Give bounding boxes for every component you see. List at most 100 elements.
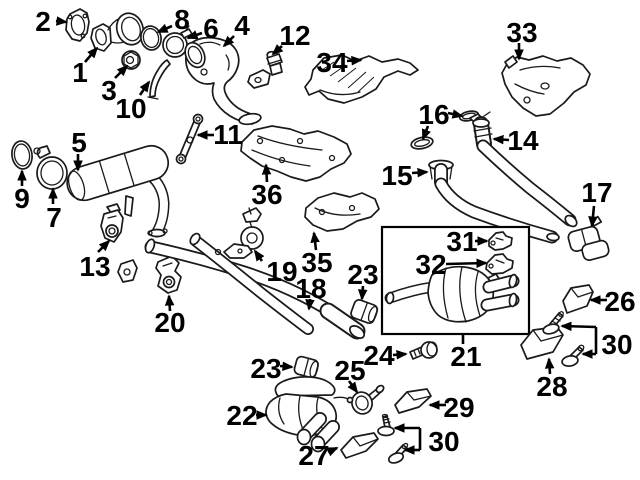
part-33-heat-shield-drawing: [501, 55, 591, 117]
callout-4-arrow-0: [222, 35, 235, 48]
callout-27-label: 27: [298, 440, 329, 471]
callout-1-label: 1: [72, 57, 88, 88]
callout-18-label: 18: [295, 273, 326, 304]
part-23-clamp-lower-drawing: [293, 355, 319, 385]
callout-30-arrow-0: [560, 321, 597, 332]
part-36-heat-shield-drawing: [240, 125, 352, 182]
callout-24-label: 24: [363, 340, 395, 371]
callout-14-label: 14: [507, 125, 539, 156]
part-18-crossover-pipe-drawing: [117, 232, 366, 340]
callout-31-label: 31: [446, 226, 477, 257]
callout-7-label: 7: [46, 202, 62, 233]
callout-16-arrow-1: [421, 125, 431, 141]
callout-2-arrow-0: [55, 16, 68, 26]
part-21-muffler-drawing: [384, 265, 520, 323]
callout-15-label: 15: [381, 160, 412, 191]
callout-6-label: 6: [203, 13, 219, 44]
part-30-screw-d-drawing: [561, 344, 585, 367]
part-21-muffler-box: [380, 225, 531, 336]
part-35-heat-shield-drawing: [304, 192, 380, 232]
callout-20-label: 20: [154, 307, 185, 338]
callout-35-label: 35: [301, 247, 332, 278]
part-12-hanger-drawing: [247, 50, 283, 89]
callout-28-label: 28: [536, 371, 567, 402]
callout-35-arrow-0: [310, 231, 320, 251]
part-30-screw-b-drawing: [387, 442, 409, 464]
callout-20-arrow-0: [164, 294, 175, 312]
part-5-catalytic-converter-drawing: [66, 144, 170, 238]
part-3-nut-drawing: [121, 50, 141, 70]
part-27-tailpipe-tip-drawing: [340, 432, 379, 459]
part-8-gasket-ring-drawing: [140, 25, 162, 51]
part-1-outlet-elbow-drawing: [90, 12, 145, 52]
callout-2-label: 2: [35, 6, 51, 37]
callout-14-arrow-0: [492, 134, 510, 145]
callout-10-label: 10: [115, 93, 146, 124]
callout-3-arrow-0: [114, 64, 129, 79]
part-10-bracket-drawing: [147, 59, 171, 100]
callout-10-arrow-0: [138, 80, 151, 96]
part-30-screw-c-drawing: [542, 311, 564, 335]
part-24-bolt-drawing: [409, 341, 438, 360]
callout-15-arrow-0: [411, 167, 429, 178]
callout-22-label: 22: [226, 400, 257, 431]
callout-18-arrow-0: [305, 298, 315, 311]
part-28-tailpipe-tip-drawing: [520, 326, 564, 360]
callout-26-label: 26: [604, 286, 635, 317]
callout-3-label: 3: [101, 75, 117, 106]
callout-23-label: 23: [347, 259, 378, 290]
callout-23-arrow-0: [357, 285, 368, 301]
callout-32-label: 32: [415, 249, 446, 280]
part-31-bracket-drawing: [488, 231, 513, 251]
callout-9-label: 9: [14, 183, 30, 214]
part-14-front-pipe-drawing: [469, 111, 578, 228]
callout-4-label: 4: [234, 10, 250, 41]
part-9-gasket-ring-drawing: [11, 140, 33, 170]
callout-13-label: 13: [79, 251, 110, 282]
part-17-clamp-drawing: [567, 215, 610, 261]
part-11-stay-bracket-drawing: [175, 113, 204, 165]
part-19-rubber-mount-drawing: [240, 207, 264, 250]
callout-16-label: 16: [418, 99, 449, 130]
part-32-bracket-drawing: [485, 253, 514, 275]
callout-19-label: 19: [266, 256, 297, 287]
callout-23-label: 23: [250, 353, 281, 384]
callout-8-label: 8: [174, 4, 190, 35]
callout-28-arrow-0: [544, 357, 555, 375]
callout-5-label: 5: [71, 127, 87, 158]
callout-12-arrow-0: [271, 44, 284, 56]
part-25-rubber-mount-drawing: [351, 384, 385, 415]
callout-17-label: 17: [581, 177, 612, 208]
callout-32-arrow-0: [445, 258, 488, 269]
callout-11-label: 11: [213, 119, 243, 150]
part-30-screw-a-drawing: [377, 413, 395, 437]
callout-6-arrow-0: [186, 30, 203, 40]
callout-17-arrow-0: [588, 205, 598, 228]
part-34-heat-shield-drawing: [304, 54, 419, 104]
callout-16-arrow-0: [447, 109, 464, 119]
callout-25-label: 25: [334, 355, 365, 386]
callout-34-label: 34: [316, 47, 348, 78]
callout-8-arrow-0: [156, 23, 173, 34]
callout-19-arrow-0: [253, 249, 265, 262]
callout-33-label: 33: [506, 17, 537, 48]
part-2-gasket-drawing: [65, 8, 90, 42]
callout-30-label: 30: [601, 329, 632, 360]
callout-29-label: 29: [443, 392, 474, 423]
callout-12-label: 12: [279, 20, 310, 51]
part-26-tailpipe-tip-drawing: [562, 284, 594, 314]
part-22-muffler-drawing: [265, 376, 354, 453]
callout-23-arrow-0: [279, 361, 294, 371]
callout-36-arrow-0: [261, 163, 272, 183]
callout-13-arrow-0: [97, 239, 111, 253]
callout-21-label: 21: [450, 341, 481, 372]
part-7-clamp-drawing: [33, 145, 68, 190]
part-29-tailpipe-tip-drawing: [394, 388, 432, 414]
callout-1-arrow-0: [84, 46, 99, 63]
callout-27-arrow-0: [326, 446, 339, 457]
callout-34-arrow-0: [346, 55, 363, 66]
callout-30-label: 30: [428, 426, 459, 457]
